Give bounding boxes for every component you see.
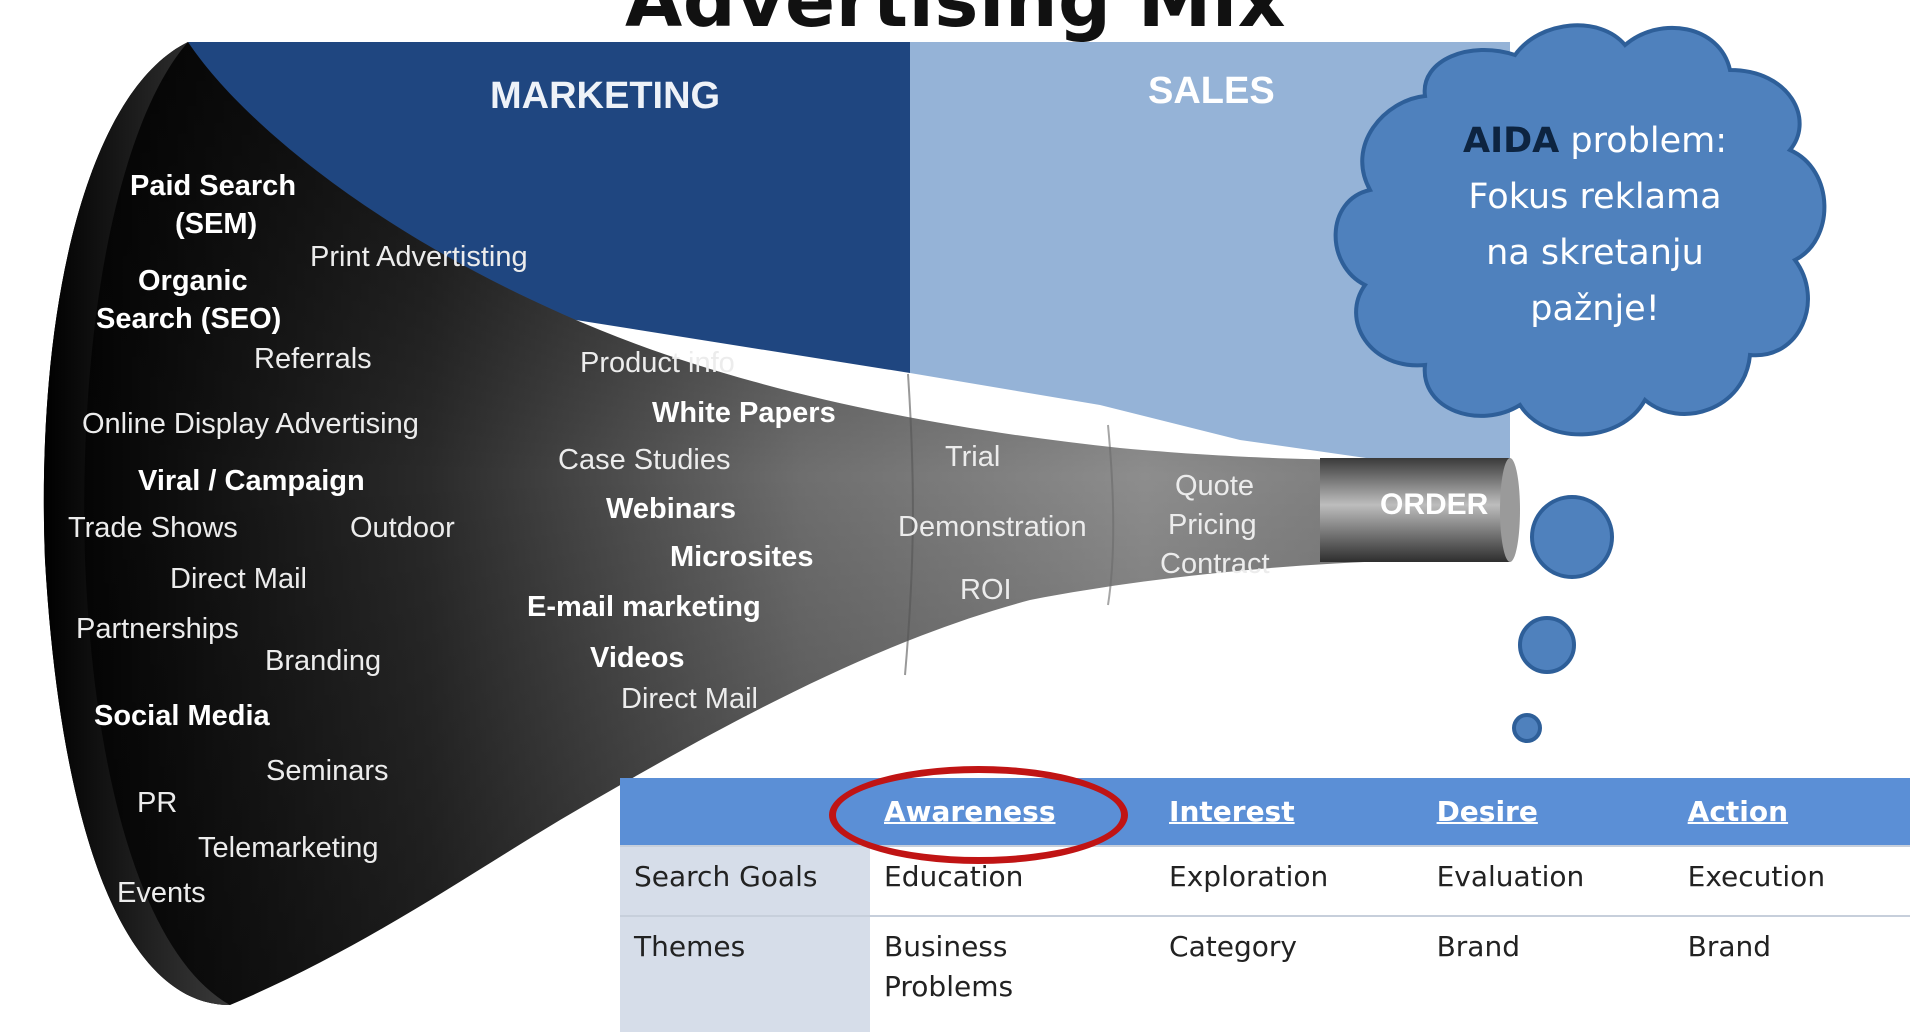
sales-label: SALES	[1148, 70, 1275, 112]
cell-evaluation: Evaluation	[1422, 845, 1674, 916]
funnel-item-case-studies: Case Studies	[558, 444, 731, 476]
order-tube-end	[1500, 458, 1520, 562]
cell-category: Category	[1155, 915, 1423, 1032]
cloud-line-1-rest: problem:	[1559, 121, 1727, 161]
table-row: Themes Business Problems Category Brand …	[620, 915, 1910, 1032]
cloud-line-2: Fokus reklama	[1468, 177, 1722, 217]
funnel-item-outdoor: Outdoor	[350, 512, 455, 544]
cloud-shape	[1333, 23, 1827, 437]
funnel-item-quote: Quote	[1175, 470, 1254, 502]
thought-bubble-medium	[1518, 616, 1576, 674]
funnel-item-webinars: Webinars	[606, 493, 736, 525]
funnel-item-videos: Videos	[590, 642, 685, 674]
funnel-item-branding: Branding	[265, 645, 381, 677]
marketing-band	[188, 42, 910, 373]
aida-header-interest: Interest	[1155, 778, 1423, 846]
funnel-item-white-papers: White Papers	[652, 397, 836, 429]
cell-exploration: Exploration	[1155, 845, 1423, 916]
funnel-item-events: Events	[117, 877, 206, 909]
funnel-item-sem: (SEM)	[175, 208, 257, 240]
cloud-line-3: na skretanju	[1486, 233, 1704, 273]
funnel-item-viral-campaign: Viral / Campaign	[138, 465, 365, 497]
cloud-text: AIDA problem: Fokus reklama na skretanju…	[1405, 113, 1785, 337]
aida-header-row: Awareness Interest Desire Action	[620, 778, 1910, 846]
cell-business-problems: Business Problems	[870, 915, 1156, 1032]
funnel-item-trade-shows: Trade Shows	[68, 512, 238, 544]
thought-bubble-large	[1530, 495, 1614, 579]
thought-cloud	[1333, 23, 1827, 743]
cloud-aida-word: AIDA	[1463, 121, 1560, 161]
funnel-item-demonstration: Demonstration	[898, 511, 1087, 543]
marketing-label: MARKETING	[490, 75, 720, 117]
funnel-item-print-advertising: Print Advertisting	[310, 241, 528, 273]
funnel-item-paid-search: Paid Search	[130, 170, 296, 202]
section-divider-sales	[904, 373, 914, 676]
order-tube	[1320, 458, 1510, 562]
funnel-item-seminars: Seminars	[266, 755, 389, 787]
funnel-item-online-display: Online Display Advertising	[82, 408, 419, 440]
funnel-item-pricing: Pricing	[1168, 509, 1257, 541]
funnel-item-product-info: Product info	[580, 347, 735, 379]
table-row: Search Goals Education Exploration Evalu…	[620, 845, 1910, 916]
funnel-shading	[43, 42, 1420, 1005]
order-label: ORDER	[1380, 488, 1489, 521]
row-label-themes: Themes	[620, 915, 870, 1032]
aida-table: Awareness Interest Desire Action Search …	[620, 778, 1910, 1032]
funnel-item-seo: Search (SEO)	[96, 303, 281, 335]
cell-execution: Execution	[1673, 845, 1910, 916]
funnel-item-referrals: Referrals	[254, 343, 372, 375]
funnel-item-social-media: Social Media	[94, 700, 271, 732]
funnel-item-direct-mail-left: Direct Mail	[170, 563, 307, 595]
page-title: Advertising Mix	[625, 0, 1286, 44]
funnel-item-organic: Organic	[138, 265, 248, 297]
funnel-item-roi: ROI	[960, 574, 1012, 606]
funnel-item-direct-mail-right: Direct Mail	[621, 683, 758, 715]
funnel-item-partnerships: Partnerships	[76, 613, 239, 645]
funnel-item-microsites: Microsites	[670, 541, 813, 573]
thought-bubble-small	[1512, 713, 1542, 743]
row-label-search-goals: Search Goals	[620, 845, 870, 916]
cell-brand-action: Brand	[1673, 915, 1910, 1032]
aida-header-action: Action	[1673, 778, 1910, 846]
funnel-item-contract: Contract	[1160, 548, 1270, 580]
funnel-item-email-marketing: E-mail marketing	[527, 591, 761, 623]
funnel-item-pr: PR	[137, 787, 177, 819]
cloud-line-4: pažnje!	[1530, 289, 1660, 329]
funnel-item-trial: Trial	[945, 441, 1000, 473]
awareness-highlight-ring	[829, 766, 1128, 864]
sales-band	[910, 42, 1510, 460]
aida-header-desire: Desire	[1422, 778, 1674, 846]
cell-brand-desire: Brand	[1422, 915, 1674, 1032]
section-divider-quote	[1107, 424, 1115, 606]
funnel-rim	[43, 42, 230, 1005]
aida-header-blank	[620, 778, 870, 846]
funnel-item-telemarketing: Telemarketing	[198, 832, 379, 864]
